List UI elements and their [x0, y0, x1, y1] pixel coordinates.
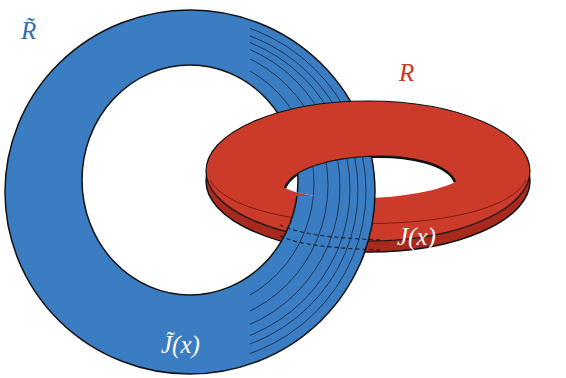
torus-name: R — [399, 60, 414, 85]
blue-torus: R̃ J̃(x) — [5, 10, 378, 375]
ring-name: R̃ — [21, 18, 36, 43]
red-torus: R J(x) — [205, 58, 530, 255]
field-label: J(x) — [397, 224, 436, 249]
field-label: J̃(x) — [161, 332, 200, 357]
